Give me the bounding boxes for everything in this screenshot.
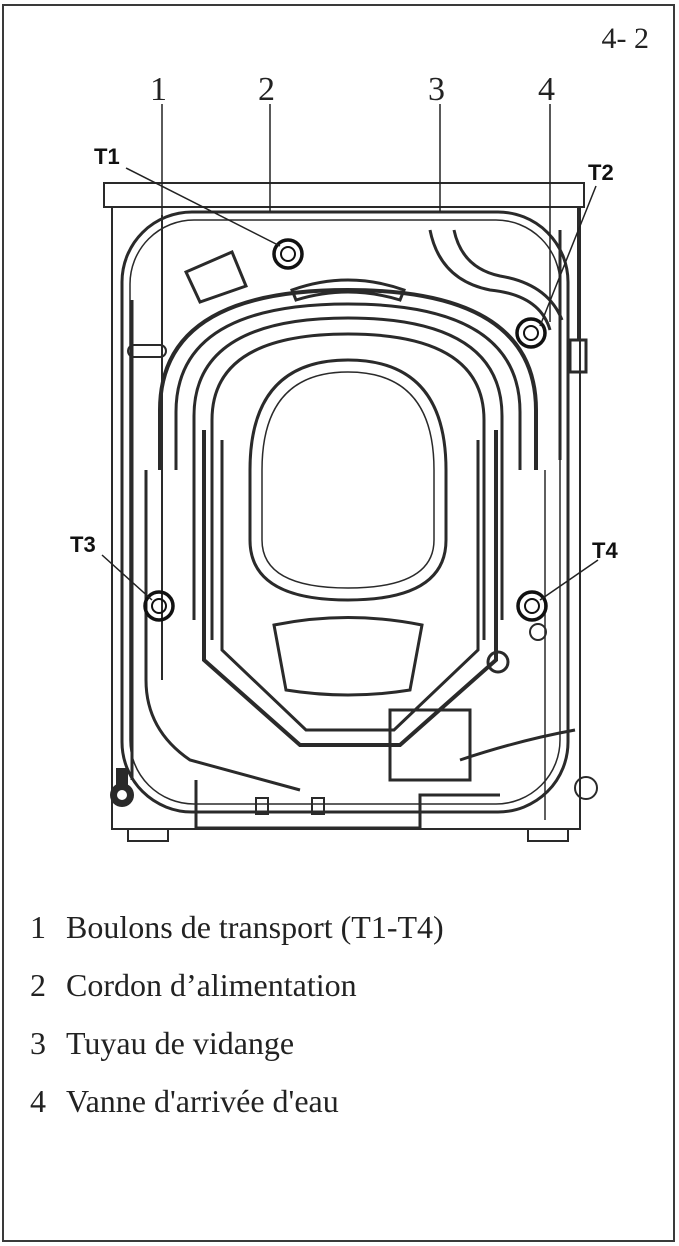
legend-text: Vanne d'arrivée d'eau — [66, 1083, 339, 1119]
inner-frame-line — [129, 219, 561, 805]
drain-hose-edge — [452, 229, 564, 321]
t4-leader — [539, 559, 599, 601]
top-slot — [290, 278, 406, 302]
drain-cap — [574, 776, 598, 800]
left-rail — [144, 470, 301, 792]
legend-item: 4 Vanne d'arrivée d'eau — [30, 1072, 444, 1130]
top-cover — [103, 182, 585, 208]
inlet-fitting-hole — [117, 790, 127, 800]
t2-leader — [539, 185, 597, 327]
pump-inlet — [486, 650, 510, 674]
drum-arc-4 — [210, 332, 486, 640]
tag-t3: T3 — [70, 532, 96, 557]
inner-frame — [120, 210, 570, 814]
legend-number: 4 — [30, 1083, 46, 1119]
legend-number: 3 — [30, 1025, 46, 1061]
callout-3: 3 — [428, 71, 445, 108]
left-pocket — [183, 250, 248, 304]
bolt-t3 — [143, 590, 175, 622]
legend-item: 2 Cordon d’alimentation — [30, 956, 444, 1014]
callout-1: 1 — [150, 71, 167, 108]
bolt-t4 — [516, 590, 548, 622]
page-frame — [2, 4, 675, 1242]
t3-leader — [101, 554, 153, 601]
rear-panel — [111, 206, 581, 830]
foot-left — [127, 828, 169, 842]
tag-t4: T4 — [592, 538, 618, 563]
tray-tab-1 — [255, 797, 269, 815]
sensor — [529, 623, 547, 641]
legend-item: 1 Boulons de transport (T1-T4) — [30, 898, 444, 956]
drum-lower-inner — [220, 440, 480, 732]
drum-arc-2 — [174, 302, 522, 470]
lower-slot — [272, 616, 424, 697]
legend-list: 1 Boulons de transport (T1-T4) 2 Cordon d’… — [30, 898, 444, 1130]
page-number: 4- 2 — [601, 22, 650, 55]
bolt-t1 — [272, 238, 304, 270]
tag-t1: T1 — [94, 144, 120, 169]
legend-text: Boulons de transport (T1-T4) — [66, 909, 444, 945]
drum-arc-3 — [192, 316, 504, 620]
drum-lower-outer — [202, 430, 498, 747]
legend-text: Tuyau de vidange — [66, 1025, 295, 1061]
bottom-tray — [194, 780, 500, 830]
drain-hose — [428, 229, 552, 331]
bolt-t2 — [515, 317, 547, 349]
pump-hose — [459, 728, 576, 762]
legend-number: 2 — [30, 967, 46, 1003]
legend-number: 1 — [30, 909, 46, 945]
foot-right — [527, 828, 569, 842]
tag-t2: T2 — [588, 160, 614, 185]
door-opening — [248, 358, 448, 602]
callout-2: 2 — [258, 71, 275, 108]
door-opening-inner — [261, 371, 435, 589]
t1-leader — [125, 167, 281, 247]
legend-text: Cordon d’alimentation — [66, 967, 357, 1003]
machine-rear-diagram: 1 2 3 4 T1 T2 T3 T4 — [70, 71, 618, 842]
pipe-clip — [127, 344, 167, 358]
callout-4: 4 — [538, 71, 555, 108]
tray-tab-2 — [311, 797, 325, 815]
inlet-valve — [568, 338, 588, 374]
drum-arc-outer — [158, 287, 538, 470]
pump-box — [388, 708, 472, 782]
legend-item: 3 Tuyau de vidange — [30, 1014, 444, 1072]
